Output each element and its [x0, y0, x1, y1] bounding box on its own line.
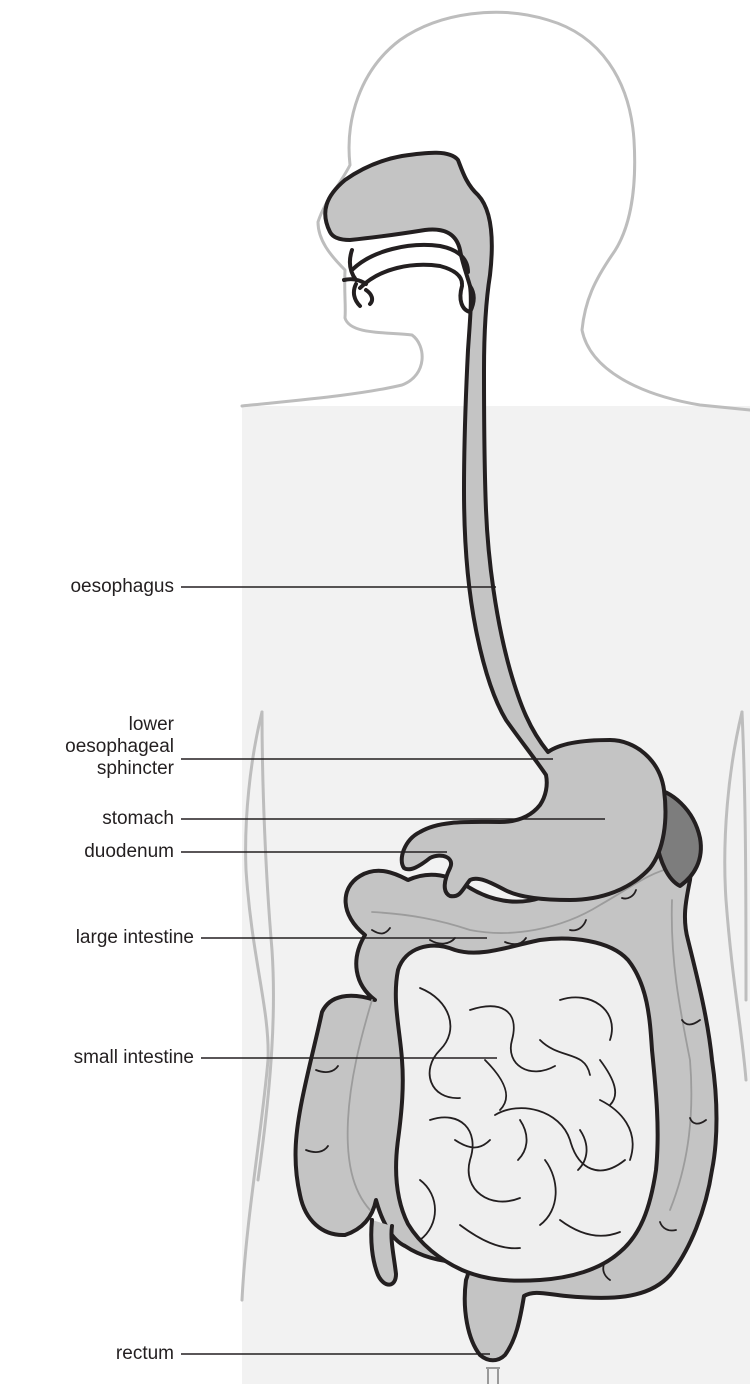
label-small-intestine: small intestine [74, 1047, 194, 1069]
label-lower-line1: lower [65, 714, 174, 736]
label-rectum: rectum [116, 1343, 174, 1365]
label-large-intestine: large intestine [76, 927, 194, 949]
label-stomach: stomach [102, 808, 174, 830]
small-intestine [396, 939, 658, 1281]
label-lower-line3: sphincter [65, 758, 174, 780]
head-shape [242, 12, 750, 410]
label-duodenum: duodenum [84, 841, 174, 863]
epiglottis-shape [460, 286, 473, 312]
label-lower-oesophageal-sphincter: lower oesophageal sphincter [65, 714, 174, 780]
label-lower-line2: oesophageal [65, 736, 174, 758]
tongue-line [360, 265, 462, 288]
small-intestine-shape [396, 939, 658, 1281]
label-oesophagus: oesophagus [70, 576, 174, 598]
